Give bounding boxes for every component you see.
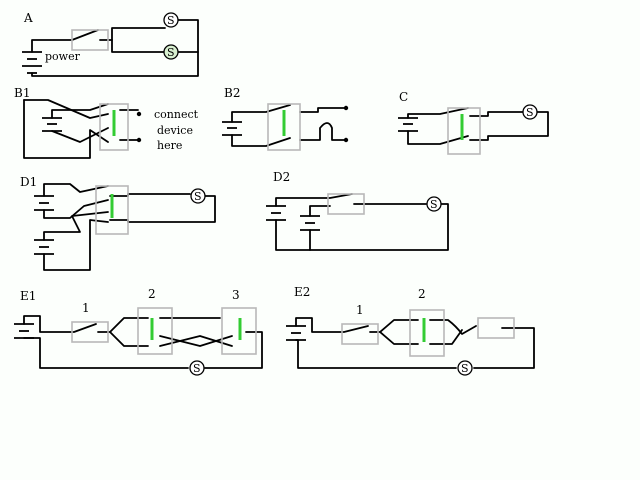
battery-e1 [14, 323, 34, 339]
lamp-a2: S [163, 44, 179, 60]
terminal [136, 137, 142, 143]
label-e1: E1 [20, 289, 36, 303]
battery-b1 [42, 117, 62, 132]
lamp-e1: S [189, 360, 205, 376]
e2-switch-1-number: 1 [356, 303, 364, 317]
here-text: here [157, 139, 182, 152]
lamp-symbol: S [167, 14, 175, 27]
label-b1: B1 [14, 86, 30, 100]
lamp-symbol: S [461, 362, 469, 375]
lamp-c: S [522, 104, 538, 120]
label-d2: D2 [273, 170, 290, 184]
circuit-e2: E2 1 2 S [286, 285, 535, 376]
battery-c [398, 117, 418, 132]
battery-d2-left [266, 205, 286, 221]
battery-d1-bottom [34, 239, 54, 255]
battery-b2 [222, 121, 242, 136]
switch-box-d2 [327, 193, 365, 215]
battery-a [22, 51, 42, 74]
switch-box-e2-1 [341, 323, 379, 345]
circuit-d1: D1 S [20, 175, 216, 271]
label-c: C [399, 90, 408, 104]
lamp-a1: S [163, 12, 179, 28]
switch-box-b1 [99, 103, 129, 151]
circuit-e1: E1 1 2 3 S [14, 287, 263, 376]
circuit-c: C S [398, 90, 549, 155]
switch-box-a [71, 29, 109, 51]
switch-box-e2-2 [409, 309, 445, 357]
switch-box-e1-2 [137, 307, 173, 355]
switch-box-e1-1 [71, 321, 109, 343]
label-e2: E2 [294, 285, 310, 299]
terminal [343, 137, 349, 143]
lamp-e2: S [457, 360, 473, 376]
circuit-a: A S S power [22, 11, 199, 77]
circuit-b2: B2 [222, 86, 349, 151]
e1-switch-3-number: 3 [232, 288, 240, 302]
e1-switch-2-number: 2 [148, 287, 156, 301]
device-text: device [157, 124, 193, 137]
switch-box-c [447, 107, 481, 155]
battery-e2 [286, 325, 306, 341]
label-a: A [23, 11, 33, 25]
label-b2: B2 [224, 86, 240, 100]
switch-box-d1 [95, 185, 129, 235]
label-d1: D1 [20, 175, 37, 189]
switch-box-b2 [267, 103, 301, 151]
power-label: power [45, 50, 81, 63]
terminal [136, 111, 142, 117]
circuit-d2: D2 S [266, 170, 449, 251]
lamp-symbol: S [430, 198, 438, 211]
lamp-d2: S [426, 196, 442, 212]
switch-box-e2-3 [477, 317, 515, 339]
battery-d2-right [300, 215, 320, 231]
battery-d1-top [34, 195, 54, 211]
lamp-symbol: S [194, 190, 202, 203]
lamp-d1: S [190, 188, 206, 204]
e2-switch-2-number: 2 [418, 287, 426, 301]
switch-box-e1-3 [221, 307, 257, 355]
lamp-symbol: S [193, 362, 201, 375]
e1-switch-1-number: 1 [82, 301, 90, 315]
connect-text: connect [154, 108, 199, 121]
circuit-b1: B1 connect device here [14, 86, 199, 159]
terminal [343, 105, 349, 111]
lamp-symbol: S [526, 106, 534, 119]
lamp-symbol: S [167, 46, 175, 59]
